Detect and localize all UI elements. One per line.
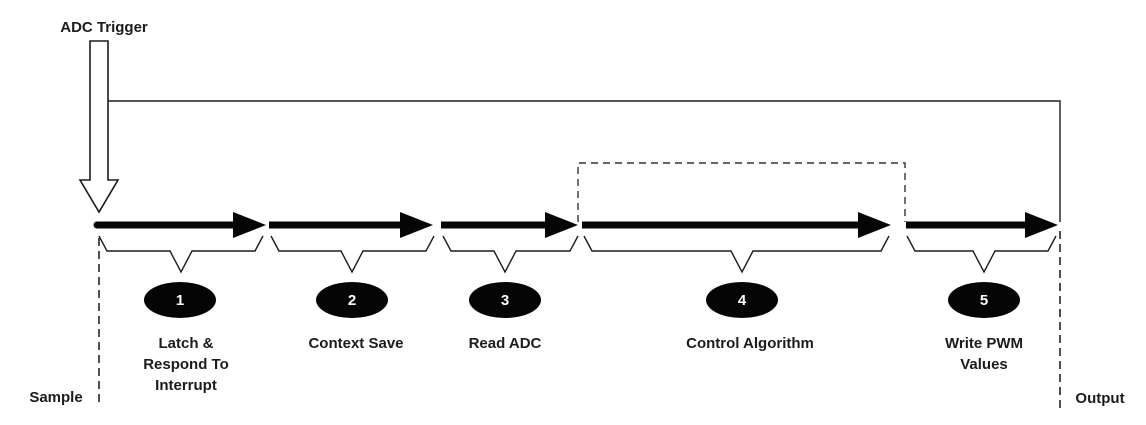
step-label-1: Latch & Respond To Interrupt bbox=[143, 335, 229, 394]
timeline-segment-4 bbox=[582, 212, 891, 238]
brace-1 bbox=[98, 235, 264, 274]
step-number: 2 bbox=[347, 291, 357, 309]
adc-trigger-arrow-icon bbox=[78, 40, 120, 214]
output-label: Output bbox=[1075, 390, 1125, 407]
brace-5 bbox=[906, 235, 1057, 274]
brace-4 bbox=[583, 235, 890, 274]
trigger-to-output-line bbox=[108, 100, 1061, 222]
step-badge-4: 4 bbox=[706, 282, 778, 318]
step-label-4: Control Algorithm bbox=[686, 335, 814, 352]
timeline-segment-2 bbox=[269, 212, 433, 238]
adc-trigger-label: ADC Trigger bbox=[60, 19, 148, 36]
step-badge-3: 3 bbox=[469, 282, 541, 318]
sample-label: Sample bbox=[29, 389, 83, 406]
step-number: 1 bbox=[175, 291, 185, 309]
timeline-segment-5 bbox=[906, 212, 1058, 238]
step-number: 5 bbox=[979, 291, 989, 309]
brace-3 bbox=[442, 235, 579, 274]
brace-2 bbox=[270, 235, 435, 274]
control-algorithm-dashed-box bbox=[577, 162, 906, 222]
step-label-5: Write PWM Values bbox=[944, 335, 1024, 373]
step-label-3: Read ADC bbox=[468, 335, 542, 352]
step-badge-1: 1 bbox=[144, 282, 216, 318]
step-badge-2: 2 bbox=[316, 282, 388, 318]
timeline-segment-3 bbox=[441, 212, 578, 238]
step-number: 3 bbox=[500, 291, 510, 309]
step-badge-5: 5 bbox=[948, 282, 1020, 318]
timeline-segment-1 bbox=[93, 212, 266, 238]
step-number: 4 bbox=[737, 291, 747, 309]
step-label-2: Context Save bbox=[308, 335, 404, 352]
